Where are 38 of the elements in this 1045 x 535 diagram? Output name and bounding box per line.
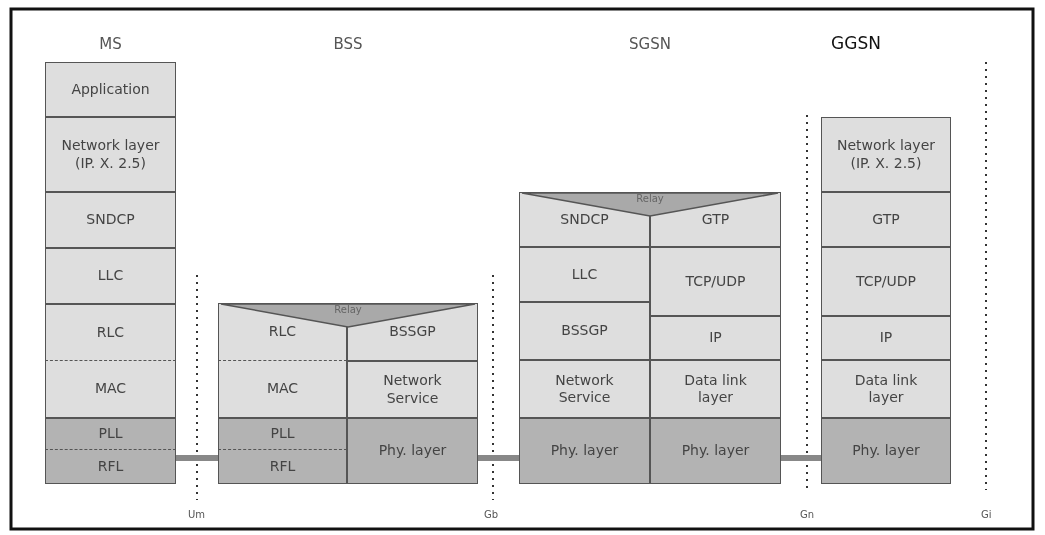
protocol-layer: PLL bbox=[218, 418, 347, 450]
protocol-layer: Phy. layer bbox=[519, 418, 650, 484]
stack-heading: BSS bbox=[332, 35, 364, 53]
protocol-layer: LLC bbox=[519, 247, 650, 302]
protocol-layer: TCP/UDP bbox=[821, 247, 951, 316]
protocol-layer: Phy. layer bbox=[347, 418, 478, 484]
protocol-layer: Network Service bbox=[519, 360, 650, 418]
interface-label: Gn bbox=[800, 509, 815, 520]
interface-label: Gb bbox=[484, 509, 499, 520]
protocol-layer: Phy. layer bbox=[650, 418, 781, 484]
interface-label: Gi bbox=[981, 509, 992, 520]
link-line bbox=[176, 455, 218, 461]
protocol-layer: IP bbox=[650, 316, 781, 360]
protocol-layer: Network layer (IP. X. 2.5) bbox=[45, 117, 176, 192]
protocol-layer: TCP/UDP bbox=[650, 247, 781, 316]
protocol-layer: IP bbox=[821, 316, 951, 360]
protocol-layer: MAC bbox=[218, 361, 347, 418]
protocol-layer: LLC bbox=[45, 248, 176, 304]
protocol-layer: RLC bbox=[45, 304, 176, 361]
interface-label: Um bbox=[188, 509, 206, 520]
link-line bbox=[781, 455, 821, 461]
protocol-layer: RFL bbox=[45, 450, 176, 484]
protocol-layer: RFL bbox=[218, 450, 347, 484]
stack-heading: MS bbox=[98, 35, 123, 53]
link-line bbox=[478, 455, 519, 461]
protocol-layer: GTP bbox=[821, 192, 951, 247]
protocol-layer: Data link layer bbox=[650, 360, 781, 418]
protocol-layer: SNDCP bbox=[45, 192, 176, 248]
protocol-layer: MAC bbox=[45, 361, 176, 418]
protocol-layer: Phy. layer bbox=[821, 418, 951, 484]
protocol-layer: Data link layer bbox=[821, 360, 951, 418]
protocol-layer: Network layer (IP. X. 2.5) bbox=[821, 117, 951, 192]
protocol-layer: Application bbox=[45, 62, 176, 117]
protocol-layer: BSSGP bbox=[519, 302, 650, 360]
stack-heading: GGSN bbox=[830, 33, 882, 53]
stack-heading: SGSN bbox=[628, 35, 672, 53]
protocol-layer: PLL bbox=[45, 418, 176, 450]
protocol-layer: Network Service bbox=[347, 361, 478, 418]
